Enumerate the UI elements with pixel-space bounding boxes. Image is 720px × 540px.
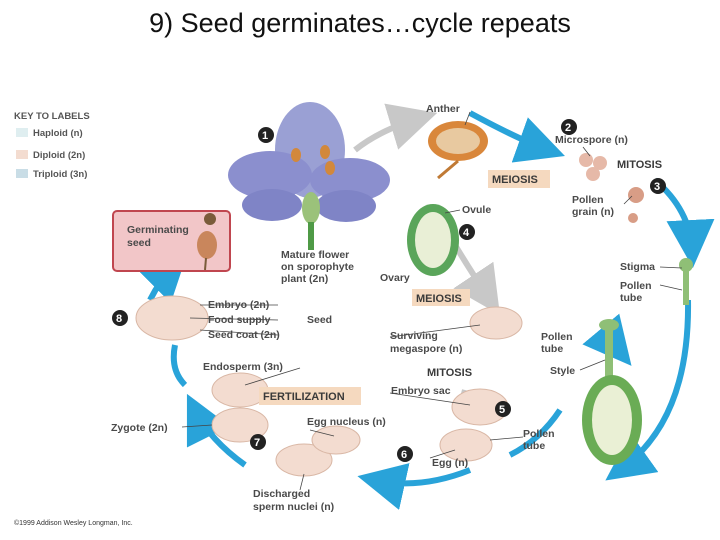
arrow-flower-anther [353, 103, 438, 153]
svg-text:7: 7 [254, 437, 260, 449]
step-8: 8 [112, 310, 128, 326]
step-markers: 1 2 3 4 5 6 7 8 [112, 119, 666, 462]
step-6: 6 [397, 446, 413, 462]
diploid-swatch [16, 150, 28, 159]
label-mature-flower: Mature flower [281, 249, 349, 261]
label-germinating: Germinating [127, 224, 189, 236]
arrow-right-bottom [508, 408, 563, 458]
pistil-illustration [582, 258, 693, 465]
label-mature-flower-2: on sporophyte [281, 261, 354, 273]
egg-icon [439, 428, 493, 462]
stage-meiosis-top: MEIOSIS [488, 170, 550, 188]
label-style: Style [550, 365, 575, 377]
triploid-swatch [16, 169, 28, 178]
label-pollen-tube-bot: Pollen [523, 428, 555, 440]
label-pollen-tube-mid-2: tube [541, 343, 563, 355]
svg-text:4: 4 [463, 227, 470, 239]
label-ovule: Ovule [462, 204, 491, 216]
svg-text:5: 5 [499, 404, 505, 416]
anther-illustration [428, 121, 488, 180]
arrow-zygote-endosperm [186, 393, 247, 468]
germinating-seed-panel: Germinating seed [112, 210, 231, 272]
key-triploid: Triploid (3n) [33, 169, 87, 180]
label-egg-nucleus: Egg nucleus (n) [307, 416, 386, 428]
seed-icon [135, 295, 209, 341]
label-pollen-grain: Pollen [572, 194, 604, 206]
step-7: 7 [250, 434, 266, 450]
arrow-style-ovary [605, 299, 692, 481]
label-discharged: Discharged [253, 488, 310, 500]
label-stigma: Stigma [620, 261, 655, 273]
microspore-icon [579, 153, 593, 167]
label-seed-coat: Seed coat (2n) [208, 329, 280, 341]
label-food-supply: Food supply [208, 314, 271, 326]
label-discharged-2: sperm nuclei (n) [253, 501, 334, 513]
step-2: 2 [561, 119, 577, 135]
label-anther: Anther [426, 103, 460, 115]
step-5: 5 [495, 401, 511, 417]
leader-lines [181, 111, 683, 491]
stage-fertilization: FERTILIZATION [259, 387, 361, 405]
key-haploid: Haploid (n) [33, 128, 83, 139]
label-surviving: Surviving [390, 330, 438, 342]
seedling-head-icon [204, 213, 216, 225]
arrow-seed [170, 344, 188, 388]
label-ovary: Ovary [380, 272, 410, 284]
petal-left [228, 151, 312, 199]
flower-ovary-icon [302, 192, 320, 224]
flower-stem-icon [308, 222, 314, 250]
label-seed: Seed [307, 314, 332, 326]
ovule-illustration [407, 204, 459, 276]
microspore-illustration [579, 153, 644, 223]
svg-text:8: 8 [116, 313, 122, 325]
svg-text:6: 6 [401, 449, 407, 461]
label-germinating-seed: seed [127, 237, 151, 249]
label-microspore: Microspore (n) [555, 134, 628, 146]
stage-mitosis-top: MITOSIS [617, 159, 662, 171]
label-embryo-sac: Embryo sac [391, 385, 451, 397]
key-heading: KEY TO LABELS [14, 111, 90, 122]
label-egg: Egg (n) [432, 457, 468, 469]
style-icon [605, 330, 613, 380]
svg-text:MEIOSIS: MEIOSIS [492, 174, 538, 186]
key-diploid: Diploid (2n) [33, 150, 85, 161]
megaspore-icon [469, 306, 523, 340]
label-pollen-tube-top: Pollen [620, 280, 652, 292]
germinating-seed-box [112, 210, 231, 272]
arrow-fertilization [357, 463, 472, 510]
label-endosperm: Endosperm (3n) [203, 361, 283, 373]
svg-text:1: 1 [262, 130, 268, 142]
label-surviving-2: megaspore (n) [390, 343, 462, 355]
svg-text:2: 2 [565, 122, 571, 134]
page-title: 9) Seed germinates…cycle repeats [149, 8, 571, 38]
pollen-grain-icon [628, 187, 644, 203]
step-1: 1 [258, 127, 274, 143]
label-mature-flower-3: plant (2n) [281, 273, 328, 285]
label-pollen-tube-top-2: tube [620, 292, 642, 304]
label-zygote: Zygote (2n) [111, 422, 168, 434]
seed-illustrations [135, 295, 523, 477]
step-3: 3 [650, 178, 666, 194]
arrow-anther-microspore [468, 110, 565, 163]
step-4: 4 [459, 224, 475, 240]
germinating-seed-icon [197, 231, 217, 259]
key-to-labels: KEY TO LABELS Haploid (n) Diploid (2n) T… [14, 111, 90, 180]
label-pollen-tube-mid: Pollen [541, 331, 573, 343]
copyright: ©1999 Addison Wesley Longman, Inc. [14, 519, 133, 527]
stage-meiosis-mid: MEIOSIS [412, 289, 470, 306]
label-pollen-grain-2: grain (n) [572, 206, 614, 218]
label-embryo: Embryo (2n) [208, 299, 269, 311]
label-pollen-tube-bot-2: tube [523, 440, 545, 452]
svg-text:FERTILIZATION: FERTILIZATION [263, 391, 345, 403]
haploid-swatch [16, 128, 28, 137]
stage-mitosis-mid: MITOSIS [427, 367, 472, 379]
flower-illustration [228, 102, 390, 250]
stigma-icon [683, 265, 689, 305]
svg-text:3: 3 [654, 181, 660, 193]
svg-text:MEIOSIS: MEIOSIS [416, 293, 462, 305]
discharged-sperm-icon [275, 443, 333, 477]
